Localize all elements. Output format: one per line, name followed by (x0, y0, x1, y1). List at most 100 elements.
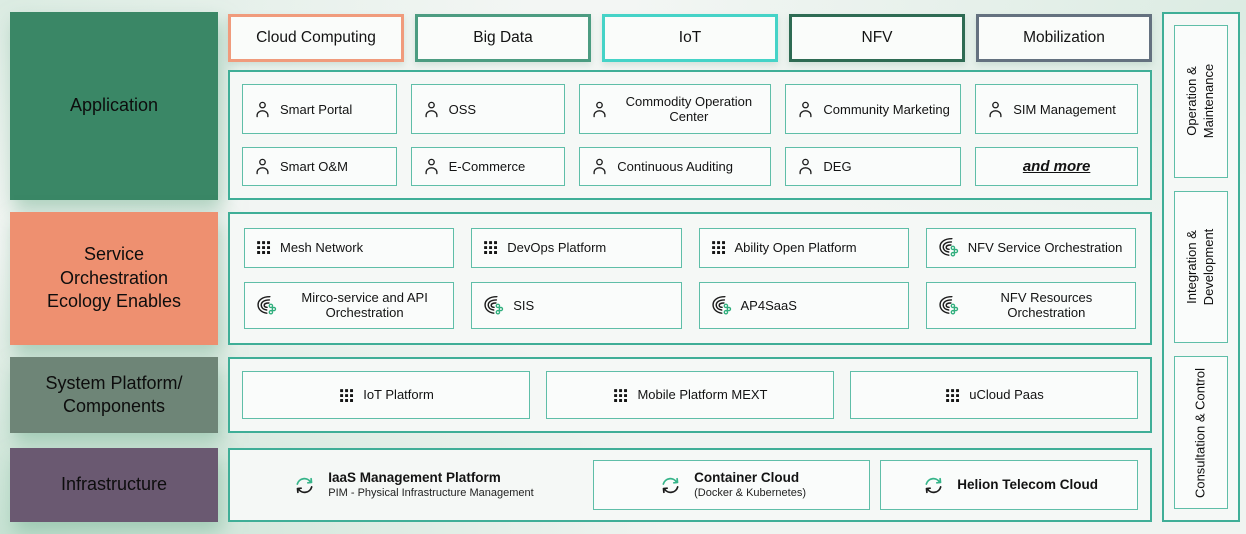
category-label-text: Infrastructure (60, 474, 168, 495)
service-orchestration-section: Mesh Network DevOps Platform Ability Open … (228, 212, 1152, 345)
category-label-infrastructure: Infrastructure (10, 448, 218, 522)
diagram-item: Continuous Auditing (579, 147, 772, 186)
tag-iot: IoT (602, 14, 778, 62)
item-label: Mobile Platform MEXT (637, 387, 768, 403)
user-icon (253, 100, 272, 119)
diagram-item: IoT Platform (242, 371, 530, 419)
infrastructure-item: Helion Telecom Cloud (880, 460, 1138, 510)
item-label: Smart Portal (280, 101, 353, 117)
item-label: NFV Resources Orchestration (1000, 290, 1093, 321)
item-label: Commodity Operation Center (625, 93, 753, 125)
cloud-sync-icon (657, 474, 684, 497)
tag-label: Cloud Computing (256, 29, 376, 46)
stream-icon (937, 236, 960, 259)
item-label: DevOps Platform (507, 240, 607, 256)
item-label: uCloud Paas (969, 387, 1044, 403)
side-tab-consultation: Consultation & Control (1174, 356, 1228, 510)
diagram-item: Mirco-service and API Orchestration (244, 281, 455, 329)
diagram-item: Mesh Network (244, 228, 455, 268)
user-icon (590, 157, 609, 176)
tag-label: IoT (678, 29, 702, 46)
diagram-item: uCloud Paas (850, 371, 1138, 419)
tag-cloud-computing: Cloud Computing (228, 14, 404, 62)
infrastructure-item: Container Cloud(Docker & Kubernetes) (592, 460, 871, 510)
stream-icon (937, 294, 960, 317)
item-label: IoT Platform (363, 387, 434, 403)
diagram-item: DevOps Platform (471, 228, 682, 268)
infrastructure-item-title: Helion Telecom Cloud (957, 476, 1098, 492)
item-label: OSS (448, 101, 477, 117)
diagram-item: Ability Open Platform (698, 228, 909, 268)
cloud-sync-icon (291, 474, 318, 497)
diagram-item: NFV Resources Orchestration (925, 281, 1136, 329)
infrastructure-item-title: Container Cloud (694, 469, 800, 485)
side-tab-operation: Operation & Maintenance (1174, 25, 1228, 178)
stream-icon (482, 294, 505, 317)
application-section: Smart Portal OSS Commodity Operation Cente… (228, 70, 1152, 200)
item-label: DEG (823, 159, 852, 174)
side-tab-label: Consultation & Control (1192, 367, 1208, 498)
item-label: Continuous Auditing (617, 159, 733, 174)
item-label: Smart O&M (280, 159, 348, 174)
grid-icon (338, 387, 355, 404)
grid-icon (612, 387, 629, 404)
diagram-item: AP4SaaS (698, 281, 909, 329)
diagram-item: DEG (785, 147, 962, 186)
technology-tags-row: Cloud Computing Big Data IoT NFV Mobilizatio… (228, 14, 1152, 62)
stream-icon (710, 294, 733, 317)
diagram-item: Mobile Platform MEXT (546, 371, 834, 419)
user-icon (796, 157, 815, 176)
user-icon (422, 157, 441, 176)
infrastructure-item-title: IaaS Management Platform (328, 469, 501, 485)
grid-icon (255, 239, 272, 256)
application-items-grid: Smart Portal OSS Commodity Operation Cente… (242, 84, 1138, 186)
diagram-item: Community Marketing (785, 84, 962, 135)
diagram-item: NFV Service Orchestration (925, 228, 1136, 268)
item-label: NFV Service Orchestration (967, 240, 1123, 256)
more-item: and more (975, 147, 1138, 186)
infrastructure-item-text: Container Cloud(Docker & Kubernetes) (694, 470, 806, 501)
tag-nfv: NFV (789, 14, 965, 62)
diagram-item: Commodity Operation Center (579, 84, 772, 135)
tag-label: NFV (861, 29, 893, 46)
side-tab-label: Integration & Development (1184, 228, 1216, 306)
tag-label: Big Data (473, 29, 533, 46)
user-icon (253, 157, 272, 176)
grid-icon (482, 239, 499, 256)
item-label: AP4SaaS (740, 297, 797, 313)
item-label: SIM Management (1013, 101, 1116, 117)
user-icon (590, 100, 609, 119)
item-label: Ability Open Platform (734, 240, 857, 256)
stream-icon (255, 294, 278, 317)
grid-icon (944, 387, 961, 404)
category-label-text: System Platform/ Components (45, 372, 183, 416)
item-label: SIS (513, 297, 535, 313)
grid-icon (710, 239, 727, 256)
tag-label: Mobilization (1023, 29, 1105, 46)
category-label-text: Application (69, 95, 159, 116)
category-label-application: Application (10, 12, 218, 200)
item-label: Mesh Network (280, 240, 364, 256)
service-items-grid: Mesh Network DevOps Platform Ability Open … (244, 228, 1136, 329)
diagram-item: E-Commerce (410, 147, 566, 186)
item-label: and more (1022, 157, 1091, 175)
tag-big-data: Big Data (415, 14, 591, 62)
user-icon (796, 100, 815, 119)
side-tab-integration: Integration & Development (1174, 190, 1228, 344)
category-label-system: System Platform/ Components (10, 357, 218, 433)
diagram-item: Smart Portal (242, 84, 397, 135)
platform-items-grid: IoT Platform Mobile Platform MEXT uCloud P… (242, 371, 1138, 419)
diagram-item: Smart O&M (242, 147, 397, 186)
category-label-service: Service Orchestration Ecology Enables (10, 212, 218, 345)
tag-mobilization: Mobilization (976, 14, 1152, 62)
user-icon (422, 100, 441, 119)
item-label: Community Marketing (823, 101, 950, 117)
infrastructure-item-subtitle: (Docker & Kubernetes) (694, 486, 807, 499)
category-label-text: Service Orchestration Ecology Enables (46, 244, 182, 312)
